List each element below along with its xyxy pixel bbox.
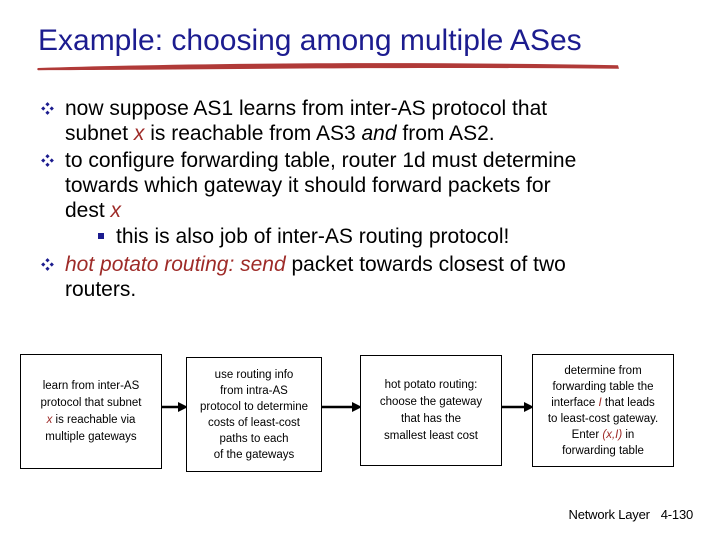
bullet-item-2: to configure forwarding table, router 1d… (40, 148, 676, 223)
square-bullet-icon (98, 233, 104, 239)
arrow-right-icon (501, 402, 534, 412)
bullet-item-3: hot potato routing: send packet towards … (40, 252, 676, 302)
page-title: Example: choosing among multiple ASes (38, 24, 582, 57)
title-underline-icon (37, 63, 619, 71)
var-x-i-pair: (x,I) (602, 428, 623, 441)
arrow-right-icon (321, 402, 362, 412)
bullet-item-1: now suppose AS1 learns from inter-AS pro… (40, 96, 676, 146)
diamond-bullet-icon (41, 258, 54, 271)
var-x: x (46, 413, 53, 426)
page-number: 4-130 (660, 507, 693, 522)
arrow-right-icon (162, 402, 188, 412)
bullet-text-2: to configure forwarding table, router 1d… (65, 149, 577, 222)
bullet-text-1: now suppose AS1 learns from inter-AS pro… (65, 97, 548, 145)
hot-potato-phrase: hot potato routing: send (65, 253, 286, 276)
slide-footer: Network Layer 4-130 (568, 507, 694, 522)
var-interface-i: I (598, 396, 602, 409)
bullet-list: now suppose AS1 learns from inter-AS pro… (40, 96, 676, 302)
diamond-bullet-icon (41, 102, 54, 115)
sub-bullet-item: this is also job of inter-AS routing pro… (98, 224, 676, 249)
sub-bullet-text: this is also job of inter-AS routing pro… (116, 225, 510, 248)
footer-label: Network Layer (568, 507, 650, 522)
bullet-text-3: hot potato routing: send packet towards … (65, 253, 566, 301)
var-x: x (110, 199, 122, 222)
diamond-bullet-icon (41, 154, 54, 167)
var-x: x (133, 122, 145, 145)
